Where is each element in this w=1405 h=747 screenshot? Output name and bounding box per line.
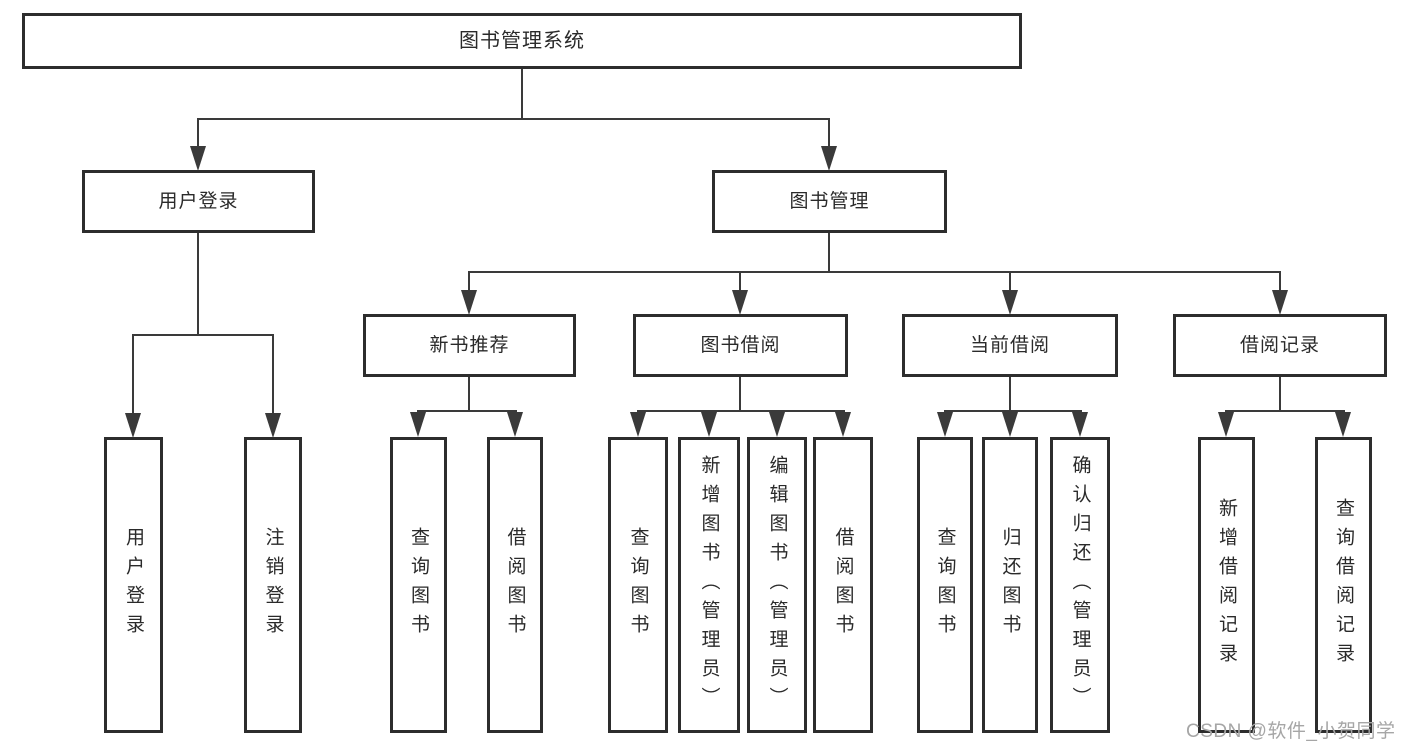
edge-book-borrowing-rail [637, 410, 845, 412]
arrowhead-down-icon [821, 146, 837, 171]
edge-drop-user-login [197, 118, 199, 150]
node-query-books-current: 查询图书 [917, 437, 973, 733]
arrowhead-down-icon [1002, 412, 1018, 437]
arrowhead-down-icon [732, 290, 748, 315]
node-borrow-records: 借阅记录 [1173, 314, 1387, 377]
edge-user-login-stem [197, 233, 199, 336]
node-book-management: 图书管理 [712, 170, 947, 233]
arrowhead-down-icon [1335, 412, 1351, 437]
arrowhead-down-icon [265, 413, 281, 438]
node-logout: 注销登录 [244, 437, 302, 733]
node-edit-book-admin: 编辑图书（管理员） [747, 437, 807, 733]
arrowhead-down-icon [630, 412, 646, 437]
arrowhead-down-icon [190, 146, 206, 171]
node-query-borrow-record: 查询借阅记录 [1315, 437, 1372, 733]
arrowhead-down-icon [835, 412, 851, 437]
node-confirm-return-admin: 确认归还（管理员） [1050, 437, 1110, 733]
node-borrow-books-leaf: 借阅图书 [813, 437, 873, 733]
node-add-borrow-record: 新增借阅记录 [1198, 437, 1255, 733]
node-return-book: 归还图书 [982, 437, 1038, 733]
arrowhead-down-icon [125, 413, 141, 438]
arrowhead-down-icon [410, 412, 426, 437]
arrowhead-down-icon [769, 412, 785, 437]
edge-book-borrowing-stem [739, 377, 741, 412]
node-library-system: 图书管理系统 [22, 13, 1022, 69]
arrowhead-down-icon [701, 412, 717, 437]
edge-new-book-stem [468, 377, 470, 412]
node-user-login: 用户登录 [82, 170, 315, 233]
arrowhead-down-icon [461, 290, 477, 315]
edge-borrow-records-rail [1225, 410, 1345, 412]
edge-drop-book-management [828, 118, 830, 150]
node-query-books-borrowing: 查询图书 [608, 437, 668, 733]
edge-current-borrowing-stem [1009, 377, 1011, 412]
edge-drop-user-login-leaf [132, 334, 134, 416]
node-query-books-recommend: 查询图书 [390, 437, 447, 733]
edge-book-management-stem [828, 233, 830, 273]
edge-current-borrowing-rail [944, 410, 1082, 412]
node-add-book-admin: 新增图书（管理员） [678, 437, 740, 733]
node-user-login-leaf: 用户登录 [104, 437, 163, 733]
edge-user-login-rail [133, 334, 274, 336]
arrowhead-down-icon [1218, 412, 1234, 437]
edge-root-stem [521, 69, 523, 119]
arrowhead-down-icon [1072, 412, 1088, 437]
watermark: CSDN @软件_小贺同学 [1186, 721, 1396, 742]
edge-borrow-records-stem [1279, 377, 1281, 412]
arrowhead-down-icon [1002, 290, 1018, 315]
edge-drop-new-book [468, 271, 470, 293]
node-new-book-recommend: 新书推荐 [363, 314, 576, 377]
edge-drop-book-borrowing [739, 271, 741, 293]
edge-new-book-rail [417, 410, 517, 412]
arrowhead-down-icon [937, 412, 953, 437]
node-book-borrowing: 图书借阅 [633, 314, 848, 377]
edge-level2-rail [197, 118, 830, 120]
edge-drop-logout [272, 334, 274, 416]
node-borrow-books-recommend: 借阅图书 [487, 437, 543, 733]
edge-level3-rail [468, 271, 1281, 273]
edge-drop-current-borrowing [1009, 271, 1011, 293]
edge-drop-borrow-records [1279, 271, 1281, 293]
arrowhead-down-icon [1272, 290, 1288, 315]
arrowhead-down-icon [507, 412, 523, 437]
node-current-borrowing: 当前借阅 [902, 314, 1118, 377]
